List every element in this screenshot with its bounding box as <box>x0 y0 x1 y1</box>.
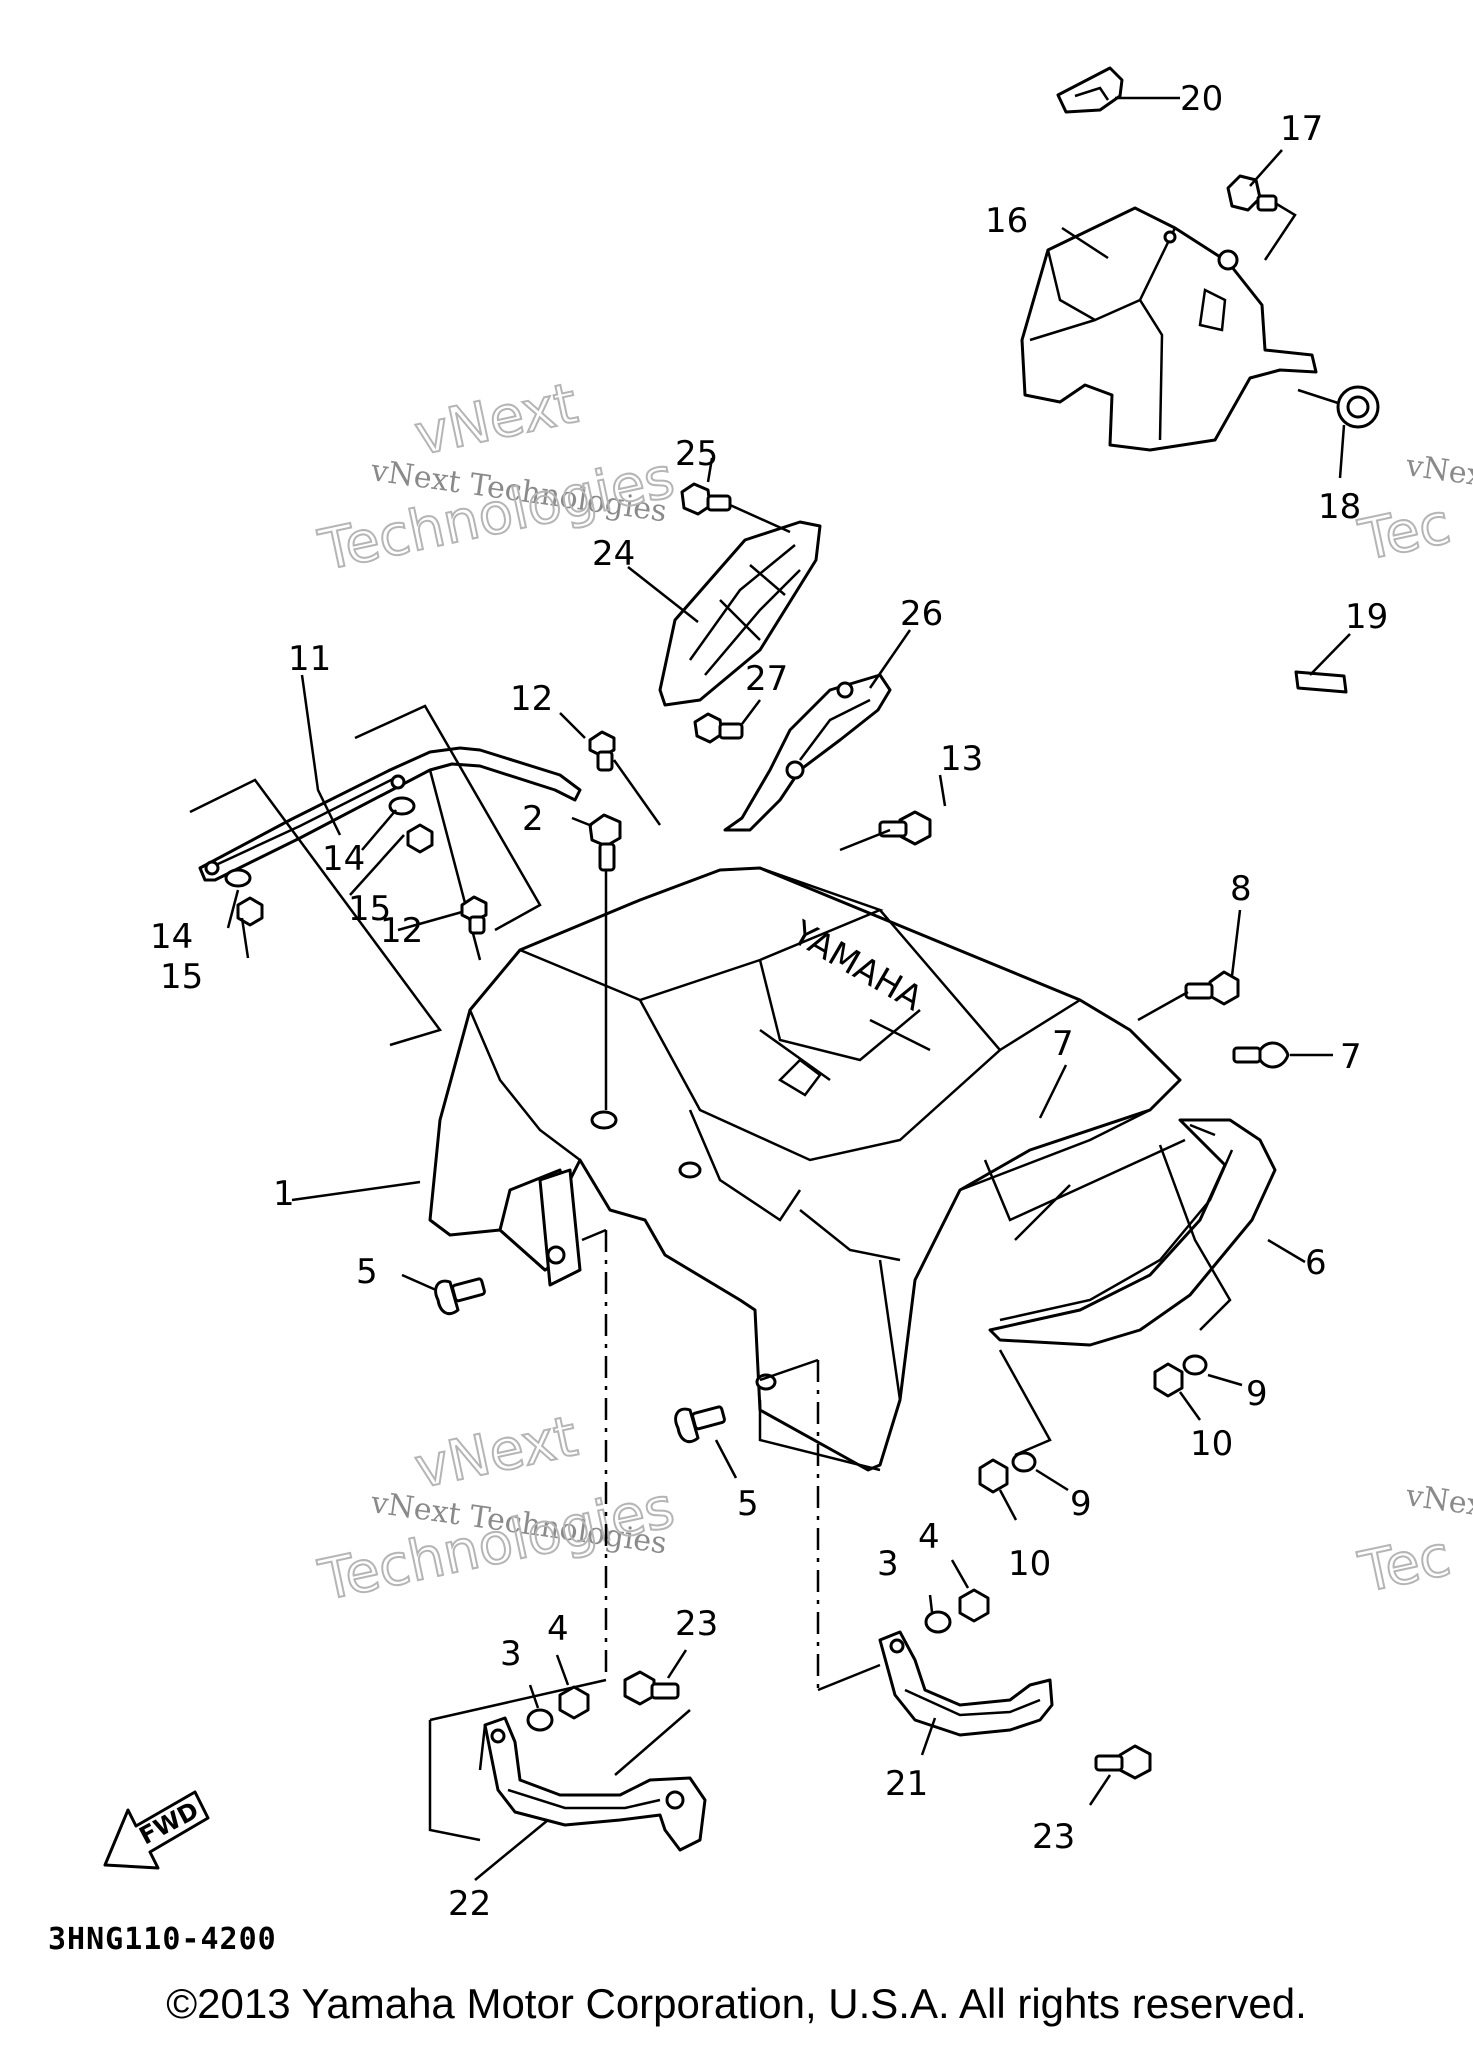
callout-9b: 9 <box>1070 1484 1092 1524</box>
part-27-bolt <box>693 712 744 744</box>
callout-10a: 10 <box>1190 1424 1233 1464</box>
callout-25: 25 <box>675 434 718 474</box>
callout-2: 2 <box>522 799 544 839</box>
callout-23a: 23 <box>675 1604 718 1644</box>
callout-11: 11 <box>288 639 331 679</box>
callout-1: 1 <box>273 1174 295 1214</box>
copyright-notice: ©2013 Yamaha Motor Corporation, U.S.A. A… <box>166 1980 1307 2027</box>
callout-19: 19 <box>1345 597 1388 637</box>
part-3-washer-b <box>924 1610 952 1634</box>
callout-27: 27 <box>745 659 788 699</box>
callout-4b: 4 <box>918 1517 940 1557</box>
part-12-screw-a <box>588 730 616 772</box>
part-6-trim <box>988 1118 1277 1347</box>
callout-9a: 9 <box>1246 1374 1268 1414</box>
callout-24: 24 <box>592 534 635 574</box>
part-10-nut-b <box>978 1458 1009 1494</box>
callout-22: 22 <box>448 1884 491 1924</box>
callout-26: 26 <box>900 594 943 634</box>
part-24-cover-plate <box>658 520 822 707</box>
part-9-washer-a <box>1182 1354 1208 1376</box>
part-23-bolt-b <box>1094 1744 1152 1780</box>
part-4-nut-a <box>558 1685 590 1720</box>
callout-15b: 15 <box>160 957 203 997</box>
diagram-code: 3HNG110-4200 <box>48 1922 277 1957</box>
part-10-nut-a <box>1153 1362 1184 1398</box>
part-20-clip <box>1056 66 1124 114</box>
callout-20: 20 <box>1180 79 1223 119</box>
part-25-bolt <box>680 482 732 516</box>
part-8-bolt <box>1184 970 1240 1006</box>
callout-17: 17 <box>1280 109 1323 149</box>
part-3-washer-a <box>526 1708 554 1732</box>
trim-mount-frames <box>983 1138 1232 1457</box>
part-23-bolt-a <box>623 1670 680 1706</box>
part-5-bolt-a <box>434 1277 486 1316</box>
callout-12a: 12 <box>510 679 553 719</box>
callout-5b: 5 <box>737 1484 759 1524</box>
watermark-edge-small: vNex <box>1403 448 1473 494</box>
callout-13: 13 <box>940 739 983 779</box>
part-11-rail <box>198 746 582 882</box>
callout-16: 16 <box>985 201 1028 241</box>
callout-23b: 23 <box>1032 1817 1075 1857</box>
fwd-arrow-icon: FWD <box>103 1790 210 1870</box>
part-13-bolt <box>878 810 932 846</box>
part-17-bolt <box>1226 174 1278 212</box>
watermark-big-bottom: Technologies <box>313 1475 679 1614</box>
part-7-screw-a <box>1232 1041 1290 1069</box>
watermark-big-top: vNext <box>409 1404 583 1502</box>
callout-14a: 14 <box>322 839 365 879</box>
part-2-bolt <box>588 813 622 872</box>
callout-21: 21 <box>885 1764 928 1804</box>
part-26-bracket <box>723 673 892 832</box>
callout-3a: 3 <box>500 1634 522 1674</box>
part-18-collar <box>1336 385 1380 429</box>
alignment-lines <box>428 1228 881 1842</box>
stay-22-leader-box <box>478 1709 691 1776</box>
watermark-edge-top: vNex Tec <box>1352 448 1473 575</box>
leader-lines <box>226 96 1351 1881</box>
watermark-group-middle: vNext vNext Technologies Technologies <box>312 1403 680 1615</box>
part-22-stay <box>483 1716 707 1852</box>
callouts: 1 2 3 3 4 4 5 5 6 7 7 8 9 9 10 10 11 12 … <box>150 79 1388 1924</box>
part-15-nut-b <box>406 823 434 854</box>
part-1-rear-fender: YAMAHA <box>428 866 1182 1472</box>
callout-10b: 10 <box>1008 1544 1051 1584</box>
part-14-washer-a <box>224 868 252 888</box>
part-9-washer-b <box>1011 1451 1037 1473</box>
callout-5a: 5 <box>356 1252 378 1292</box>
mud-flap-left <box>498 1168 582 1287</box>
callout-14b: 14 <box>150 917 193 957</box>
callout-4a: 4 <box>547 1609 569 1649</box>
callout-18: 18 <box>1318 487 1361 527</box>
part-16-rear-shroud <box>1020 206 1318 452</box>
watermark-edge-small: vNex <box>1403 1478 1473 1524</box>
callout-3b: 3 <box>877 1544 899 1584</box>
watermark-edge-big: Tec <box>1353 491 1455 573</box>
part-19-pad <box>1294 670 1348 694</box>
watermark-edge-big: Tec <box>1353 1523 1455 1605</box>
callout-12b: 12 <box>380 911 423 951</box>
callout-7b: 7 <box>1340 1037 1362 1077</box>
part-12-screw-b <box>460 895 488 935</box>
callout-7a: 7 <box>1052 1024 1074 1064</box>
part-21-stay <box>878 1630 1054 1737</box>
part-4-nut-b <box>958 1588 990 1623</box>
callout-15a: 15 <box>348 889 391 929</box>
callout-8: 8 <box>1230 869 1252 909</box>
callout-6: 6 <box>1305 1243 1327 1283</box>
watermark-edge-middle: vNex Tec <box>1352 1478 1473 1607</box>
part-15-nut-a <box>236 896 264 927</box>
watermark-big-top: vNext <box>409 371 583 469</box>
